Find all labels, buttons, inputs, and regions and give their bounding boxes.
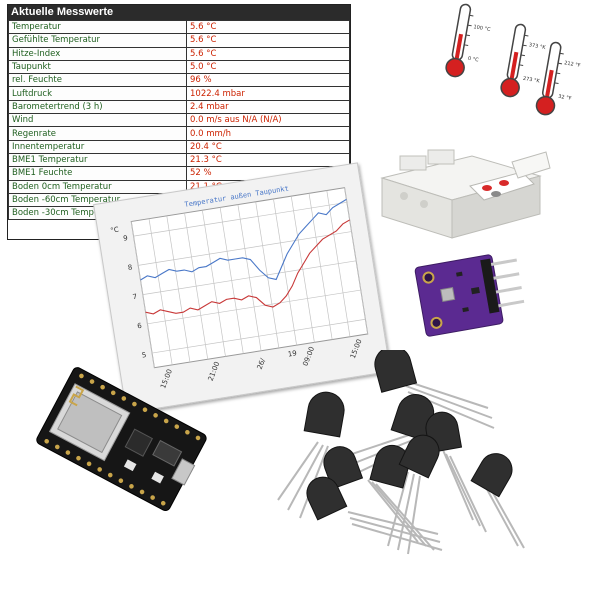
thermo-f-top: 212 °F <box>564 60 581 69</box>
row-value: 96 % <box>186 73 350 88</box>
row-label: BME1 Temperatur <box>8 152 187 168</box>
row-label: Gefühlte Temperatur <box>8 33 187 48</box>
table-row: Barometertrend (3 h)2.4 mbar <box>8 99 350 115</box>
row-value: 0.0 m/s aus N/A (N/A) <box>186 113 350 128</box>
grid-line-horizontal <box>152 318 366 354</box>
nodemcu-board-photo <box>36 367 207 512</box>
row-value: 5.6 °C <box>186 46 350 61</box>
thermo-c-top: 100 °C <box>473 24 491 33</box>
series-line-temperatur-aussen <box>140 198 347 281</box>
y-axis-label: °C <box>110 226 120 235</box>
grid-line-horizontal <box>133 201 347 237</box>
sensor-board-photo <box>414 254 525 337</box>
transistors-photo <box>277 350 525 555</box>
thermo-k-bottom: 273 °K <box>522 76 540 85</box>
row-value: 5.6 °C <box>186 33 350 48</box>
y-tick-label: 5 <box>141 351 147 360</box>
x-tick-label: 26/ <box>256 357 268 371</box>
row-label: Barometertrend (3 h) <box>8 99 187 115</box>
thermometer-celsius-icon: 100 °C 0 °C <box>445 3 491 78</box>
row-value: 5.0 °C <box>186 59 350 75</box>
row-value: 1022.4 mbar <box>186 86 350 101</box>
row-label: BME1 Feuchte <box>8 166 187 181</box>
row-label: Innentemperatur <box>8 139 187 154</box>
thermometers-illustration: 100 °C 0 °C 373 °K 273 °K 212 °F 32 °F <box>445 3 581 116</box>
terminal-box-photo <box>380 149 551 239</box>
row-label: rel. Feuchte <box>8 73 187 88</box>
row-value: 2.4 mbar <box>186 99 350 115</box>
y-tick-label: 7 <box>132 293 138 302</box>
row-label: Temperatur <box>8 19 187 35</box>
table-title: Aktuelle Messwerte <box>8 5 350 20</box>
row-label: Boden 0cm Temperatur <box>8 179 187 194</box>
row-label: Hitze-Index <box>8 46 187 61</box>
row-value: 21.3 °C <box>186 152 350 168</box>
row-label: Taupunkt <box>8 59 187 75</box>
series-line-taupunkt <box>145 219 350 315</box>
y-tick-label: 6 <box>137 322 143 331</box>
thermo-f-bottom: 32 °F <box>558 94 572 102</box>
row-label: Luftdruck <box>8 86 187 101</box>
thermometer-kelvin-icon: 373 °K 273 °K <box>500 23 547 98</box>
row-value: 20.4 °C <box>186 139 350 154</box>
row-label: Wind <box>8 113 187 128</box>
row-value: 5.6 °C <box>186 19 350 35</box>
grid-line-horizontal <box>138 231 352 266</box>
thermo-c-bottom: 0 °C <box>467 56 479 64</box>
y-tick-label: 8 <box>127 263 133 272</box>
grid-line-horizontal <box>142 260 357 295</box>
thermometer-fahrenheit-icon: 212 °F 32 °F <box>535 41 581 116</box>
x-extra-label: 19 <box>287 349 297 358</box>
y-tick-label: 9 <box>123 234 129 243</box>
row-value: 0.0 mm/h <box>186 126 350 141</box>
thermo-k-top: 373 °K <box>528 42 546 51</box>
grid-line-horizontal <box>147 289 361 325</box>
row-label: Regenrate <box>8 126 187 141</box>
